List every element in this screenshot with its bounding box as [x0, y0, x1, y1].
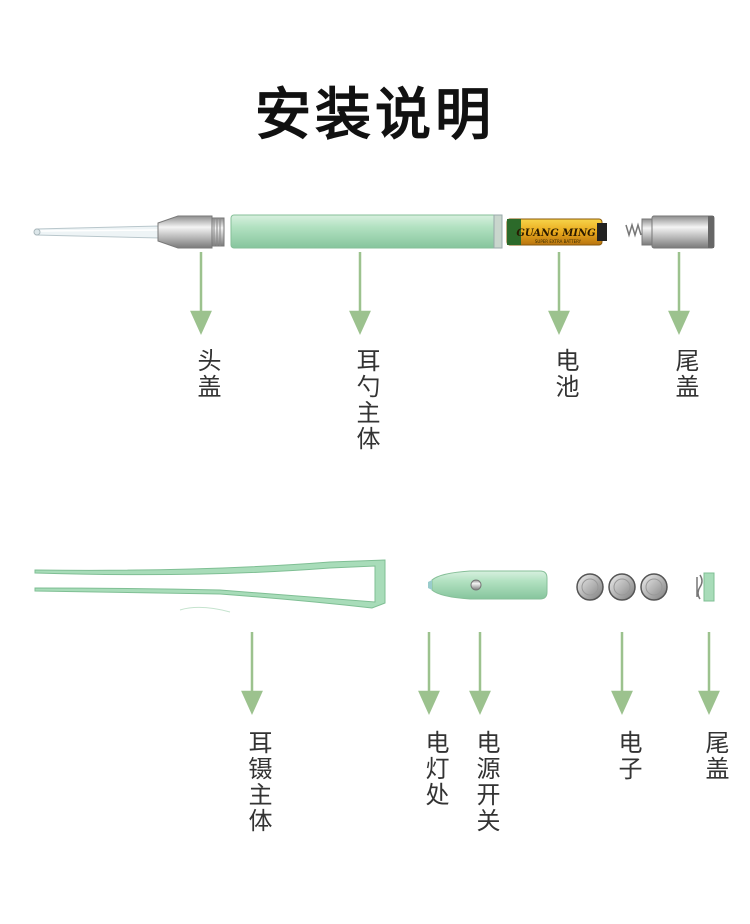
- label-light: 电灯处: [421, 730, 449, 808]
- label-power-switch: 电源开关: [472, 730, 500, 834]
- page-title: 安装说明: [255, 83, 495, 148]
- main-body-part: [230, 214, 503, 249]
- small-tail-cap-part: [696, 572, 715, 602]
- tail-cap-part: [625, 215, 715, 249]
- label-head-cap: 头盖: [193, 348, 221, 400]
- label-tweezer-body: 耳镊主体: [244, 730, 272, 834]
- label-cells: 电子: [614, 730, 642, 782]
- label-small-tail-cap: 尾盖: [701, 730, 729, 782]
- battery-part: GUANG MING SUPER EXTRA BATTERY: [506, 218, 607, 246]
- label-main-body: 耳勺主体: [352, 348, 380, 452]
- label-battery: 电池: [551, 348, 579, 400]
- row1-arrows: [190, 252, 690, 336]
- battery-brand: GUANG MING: [516, 228, 596, 239]
- spoon-tip: [33, 225, 161, 239]
- button-cells: [576, 573, 668, 601]
- head-cap-part: [157, 215, 225, 249]
- row2-arrows: [241, 632, 720, 716]
- battery-tagline: SUPER EXTRA BATTERY: [535, 239, 582, 244]
- label-tail-cap: 尾盖: [671, 348, 699, 400]
- tweezer-part: [34, 559, 386, 613]
- light-pen-part: [428, 570, 548, 600]
